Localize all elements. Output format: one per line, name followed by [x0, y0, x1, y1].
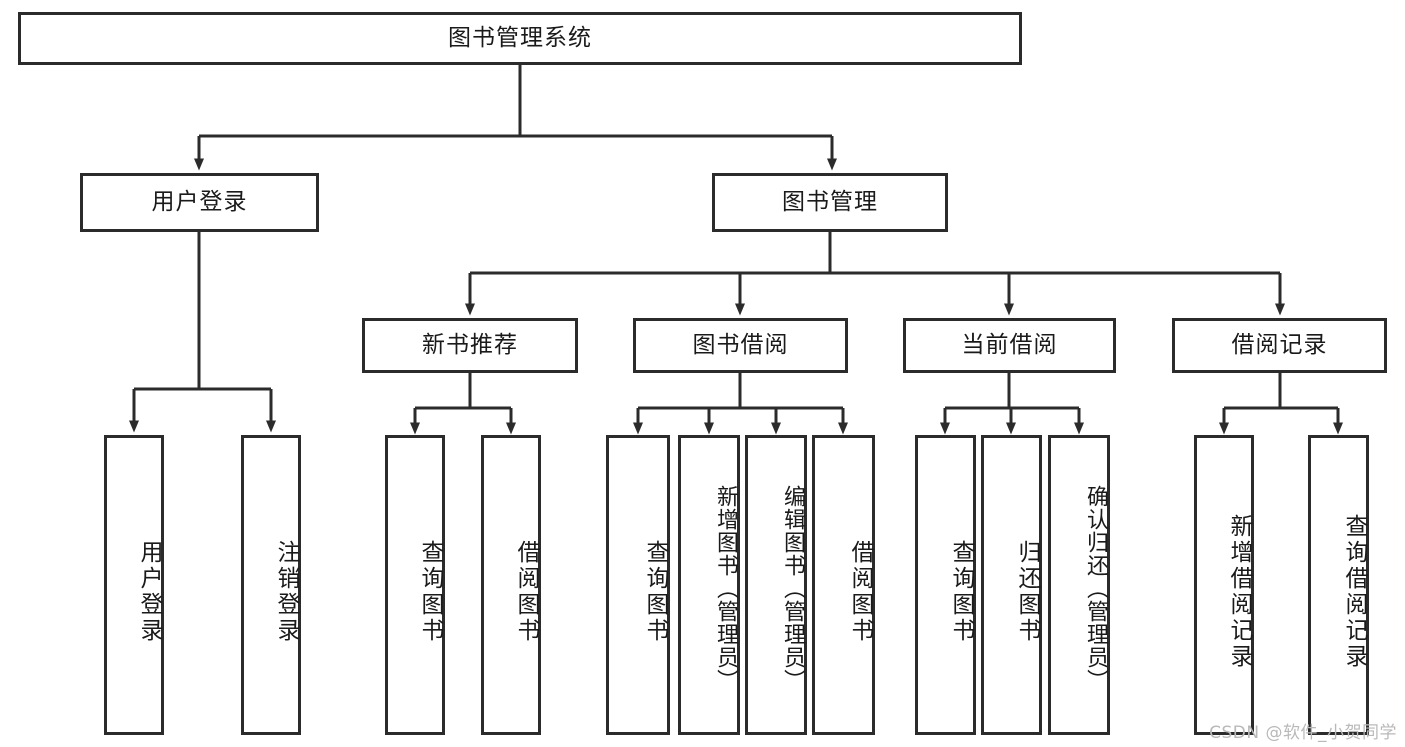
csdn-watermark: CSDN @软件_小贺同学	[1209, 723, 1397, 743]
leaf-query-borrow-record[interactable]: 查询借阅记录	[1308, 435, 1369, 735]
node-label: 归还图书	[1014, 540, 1040, 644]
leaf-query-book-borrow[interactable]: 查询图书	[606, 435, 670, 735]
node-label: 新增借阅记录	[1226, 514, 1252, 670]
leaf-confirm-return-admin[interactable]: 确认归还（管理员）	[1048, 435, 1110, 735]
node-user-login[interactable]: 用户登录	[80, 173, 319, 232]
leaf-query-book-current[interactable]: 查询图书	[915, 435, 976, 735]
node-label: 借阅图书	[513, 540, 539, 644]
node-label: 图书管理系统	[448, 24, 592, 51]
node-label: 借阅图书	[847, 540, 873, 644]
node-label: 注销登录	[273, 540, 299, 644]
node-label: 查询图书	[948, 540, 974, 644]
node-label: 当前借阅	[961, 331, 1058, 358]
node-borrow-record[interactable]: 借阅记录	[1172, 318, 1387, 373]
node-label: 用户登录	[151, 188, 248, 215]
leaf-return-book[interactable]: 归还图书	[981, 435, 1042, 735]
node-book-borrow[interactable]: 图书借阅	[633, 318, 848, 373]
leaf-user-login[interactable]: 用户登录	[104, 435, 164, 735]
leaf-add-book-admin[interactable]: 新增图书（管理员）	[678, 435, 740, 735]
node-root-title[interactable]: 图书管理系统	[18, 12, 1022, 65]
node-label: 用户登录	[136, 540, 162, 644]
node-label: 新书推荐	[422, 331, 518, 358]
leaf-borrow-book-borrow[interactable]: 借阅图书	[812, 435, 875, 735]
node-new-book-recommend[interactable]: 新书推荐	[362, 318, 578, 373]
node-label: 查询借阅记录	[1341, 514, 1367, 670]
leaf-borrow-book-recommend[interactable]: 借阅图书	[481, 435, 541, 735]
node-label: 图书管理	[782, 188, 878, 215]
node-label: 新增图书（管理员）	[713, 484, 738, 692]
leaf-logout[interactable]: 注销登录	[241, 435, 301, 735]
node-label: 确认归还（管理员）	[1083, 484, 1108, 692]
node-label: 查询图书	[642, 540, 668, 644]
leaf-edit-book-admin[interactable]: 编辑图书（管理员）	[745, 435, 807, 735]
node-current-borrow[interactable]: 当前借阅	[903, 318, 1116, 373]
node-label: 图书借阅	[692, 331, 789, 358]
node-label: 查询图书	[417, 540, 443, 644]
node-label: 借阅记录	[1231, 331, 1328, 358]
node-label: 编辑图书（管理员）	[780, 484, 805, 692]
leaf-query-book-recommend[interactable]: 查询图书	[385, 435, 445, 735]
node-book-manage[interactable]: 图书管理	[712, 173, 948, 232]
leaf-add-borrow-record[interactable]: 新增借阅记录	[1194, 435, 1254, 735]
